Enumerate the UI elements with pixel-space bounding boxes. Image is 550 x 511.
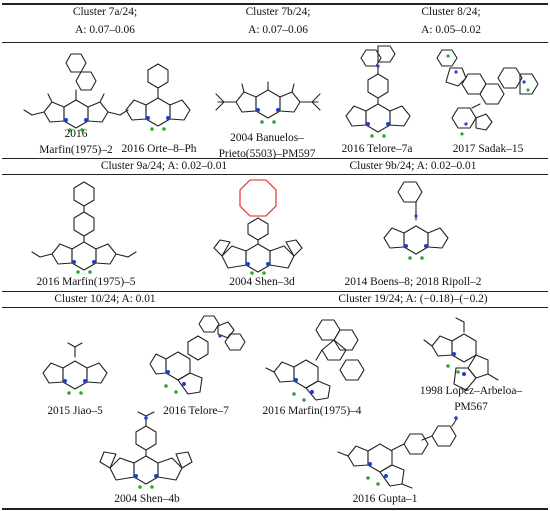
top-rule bbox=[2, 3, 548, 5]
molecule-structure bbox=[436, 49, 539, 136]
compound-label: 2017 Sadak–15 bbox=[452, 143, 524, 155]
molecule-structure bbox=[42, 342, 108, 395]
header-rule-3 bbox=[2, 307, 548, 308]
molecule-structure bbox=[383, 181, 449, 260]
row-divider-1 bbox=[2, 158, 548, 159]
molecule-structure bbox=[265, 319, 365, 402]
cluster-header: Cluster 9b/24; A: 0.02–0.01 bbox=[349, 160, 477, 172]
header-rule-1 bbox=[2, 42, 548, 43]
cluster-header: Cluster 10/24; A: 0.01 bbox=[54, 293, 156, 305]
compound-label: 2016 Telore–7a bbox=[341, 143, 413, 155]
molecule-structure bbox=[423, 317, 499, 391]
molecule-structure bbox=[215, 81, 321, 124]
molecule-structure bbox=[31, 181, 137, 274]
compound-label: 2016 Marfin(1975)–4 bbox=[262, 405, 362, 417]
molecule-structure bbox=[345, 45, 411, 138]
cluster-header: Cluster 7b/24;A: 0.07–0.06 bbox=[245, 6, 311, 36]
compound-label: 2015 Jiao–5 bbox=[47, 405, 103, 417]
molecule-structure bbox=[23, 53, 129, 132]
row-divider-2 bbox=[2, 291, 548, 292]
molecule-structure bbox=[213, 179, 303, 275]
compound-label: 2004 Shen–4b bbox=[114, 493, 180, 505]
molecule-structure bbox=[337, 416, 458, 489]
molecule-structure bbox=[125, 63, 191, 131]
cluster-header: Cluster 7a/24;A: 0.07–0.06 bbox=[72, 6, 138, 36]
molecule-structure bbox=[149, 315, 246, 395]
compound-label: 2016 Orte–8–Ph bbox=[121, 143, 197, 155]
compound-label: 2004 Shen–3d bbox=[229, 276, 295, 288]
compound-label: 2004 Banuelos–Prieto(5503)–PM597 bbox=[218, 132, 316, 160]
cluster-header: Cluster 19/24; A: (−0.18)–(−0.2) bbox=[338, 293, 488, 305]
molecule-structure bbox=[99, 411, 193, 489]
compound-label: 2016 Telore–7 bbox=[163, 405, 229, 417]
bottom-rule bbox=[2, 508, 548, 510]
compound-label: 2016 Gupta–1 bbox=[352, 493, 418, 505]
header-rule-2 bbox=[2, 174, 548, 175]
compound-label: 2016 Marfin(1975)–5 bbox=[36, 276, 136, 288]
cluster-header: Cluster 9a/24; A: 0.02–0.01 bbox=[100, 160, 228, 172]
cluster-header: Cluster 8/24;A: 0.05–0.02 bbox=[421, 6, 481, 36]
compound-label: 1998 Lopez–Arbeloa–PM567 bbox=[419, 385, 523, 413]
compound-label: 2014 Boens–8; 2018 Ripoll–2 bbox=[344, 276, 482, 288]
